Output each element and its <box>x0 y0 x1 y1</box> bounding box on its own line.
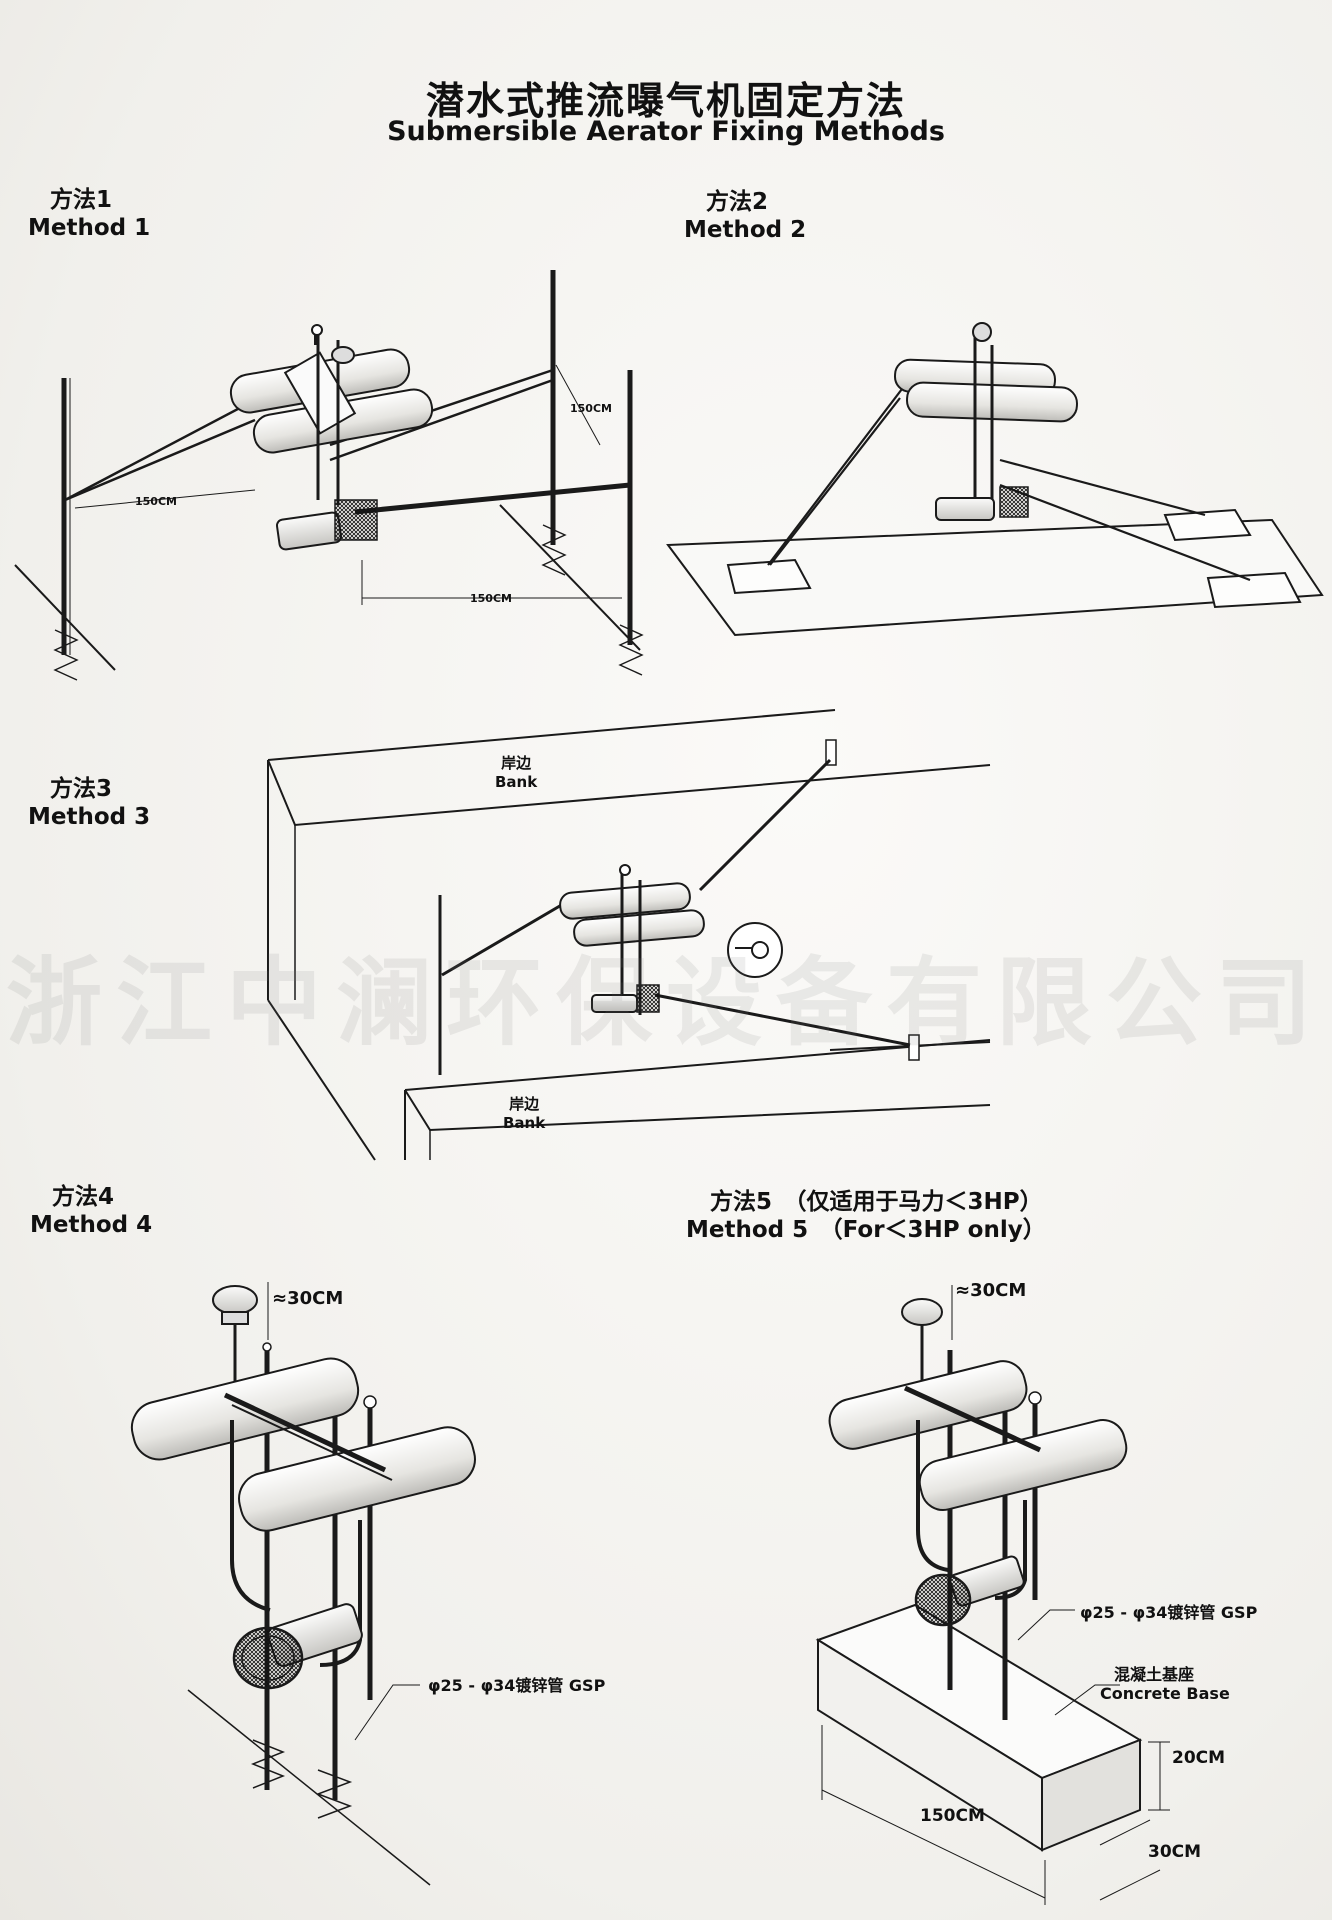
method1-dim-right: 150CM <box>570 402 612 415</box>
method3-label-cn: 方法3 <box>50 776 113 802</box>
method3-bank-bottom-en: Bank <box>503 1114 546 1132</box>
method3-label-en: Method 3 <box>28 804 151 830</box>
method3-bank-top-label: 岸边 Bank <box>495 754 537 792</box>
method5-base-en: Concrete Base <box>1100 1684 1230 1703</box>
method3-bank-bottom-cn: 岸边 <box>509 1095 540 1113</box>
method3-diagram <box>267 709 991 1161</box>
method2-label: 方法2 Method 2 <box>684 188 806 244</box>
method5-pipe-label: φ25 - φ34镀锌管 GSP <box>1080 1603 1258 1622</box>
method3-label: 方法3 Method 3 <box>28 775 150 831</box>
method4-label-en: Method 4 <box>30 1212 153 1238</box>
page-title-cn: 潜水式推流曝气机固定方法 <box>425 79 906 123</box>
method5-label-cn: 方法5 （仅适用于马力＜3HP） <box>710 1189 1043 1215</box>
method1-label-cn: 方法1 <box>50 187 113 213</box>
method3-bank-bottom-label: 岸边 Bank <box>503 1095 545 1133</box>
method1-label-en: Method 1 <box>28 215 151 241</box>
method4-label-cn: 方法4 <box>52 1184 115 1210</box>
method4-depth-label: ≈30CM <box>272 1288 344 1309</box>
method5-diagram <box>815 1285 1170 1905</box>
method2-label-en: Method 2 <box>684 217 807 243</box>
method1-diagram <box>14 270 644 681</box>
method3-bank-top-en: Bank <box>495 773 538 791</box>
method1-dim-bottom: 150CM <box>470 592 512 605</box>
method1-dim-left: 150CM <box>135 495 177 508</box>
method3-bank-top-cn: 岸边 <box>501 754 532 772</box>
method1-label: 方法1 Method 1 <box>28 186 150 242</box>
method5-length-label: 150CM <box>920 1806 985 1826</box>
page-title-en: Submersible Aerator Fixing Methods <box>387 116 945 147</box>
method4-diagram <box>130 1282 476 1886</box>
method5-base-cn: 混凝土基座 <box>1114 1665 1195 1684</box>
method5-base-label: 混凝土基座 Concrete Base <box>1100 1665 1230 1703</box>
method2-label-cn: 方法2 <box>706 189 769 215</box>
method5-label: 方法5 （仅适用于马力＜3HP） Method 5 （For＜3HP only） <box>686 1188 1046 1244</box>
method5-height-label: 20CM <box>1172 1748 1226 1768</box>
method5-depth-label: ≈30CM <box>955 1280 1027 1301</box>
method5-width-label: 30CM <box>1148 1842 1202 1862</box>
method2-diagram <box>666 322 1324 637</box>
method4-label: 方法4 Method 4 <box>30 1183 152 1239</box>
method4-pipe-label: φ25 - φ34镀锌管 GSP <box>428 1676 606 1695</box>
method5-label-en: Method 5 （For＜3HP only） <box>686 1217 1046 1243</box>
